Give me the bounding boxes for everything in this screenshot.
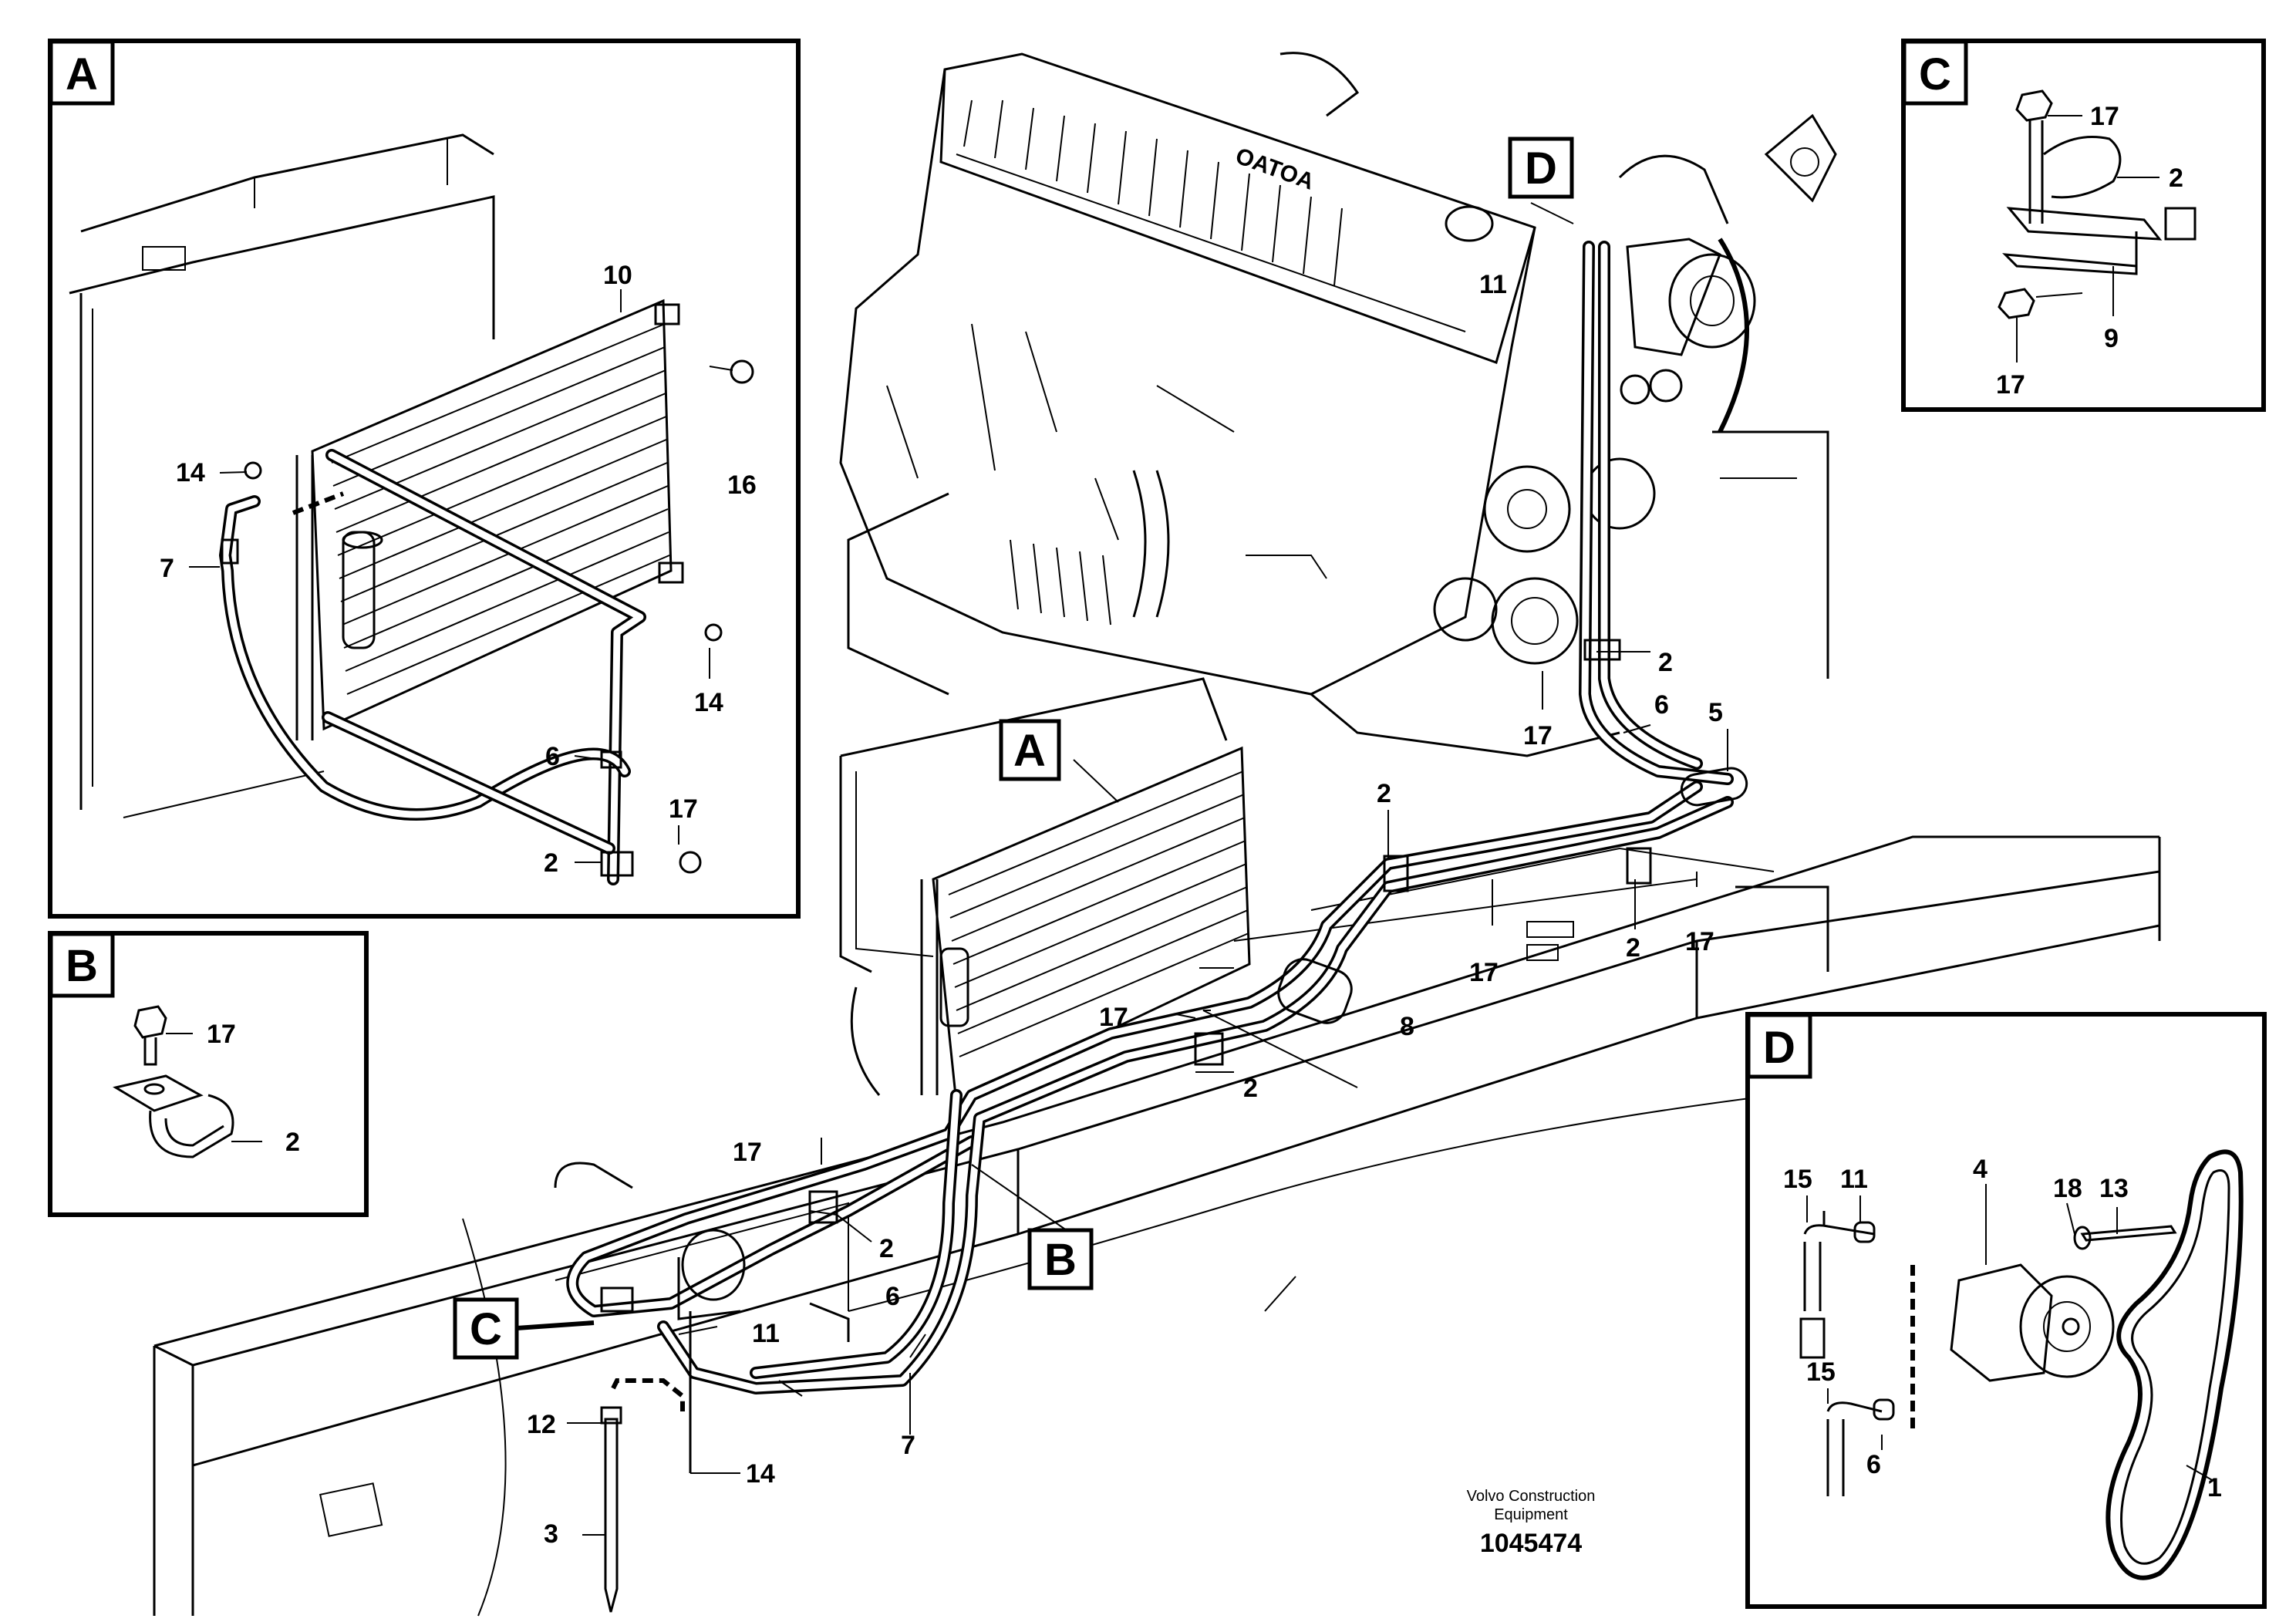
panel-a-callout-14-left: 14 (176, 458, 205, 487)
callout-11-top: 11 (1479, 270, 1507, 299)
main-callout-numbers: 11 2 17 6 5 2 17 2 17 8 17 2 17 2 6 11 7… (527, 270, 1723, 1549)
main-callout-tag-d: D (1508, 137, 1574, 199)
callout-5: 5 (1708, 698, 1723, 727)
callout-d: D (1525, 143, 1557, 194)
chassis-frame (153, 835, 2161, 1617)
callout-c: C (470, 1304, 502, 1354)
callout-8: 8 (1400, 1012, 1414, 1041)
callout-2-right: 2 (1626, 933, 1640, 963)
callout-3: 3 (544, 1519, 558, 1549)
detail-panel-a: A (48, 39, 801, 919)
engine-block: OATOA (839, 52, 1837, 757)
panel-c-tag: C (1919, 49, 1951, 99)
panel-d-belt (2106, 1149, 2244, 1580)
callout-6-bottom: 6 (885, 1282, 900, 1311)
panel-d-callout-18: 18 (2053, 1174, 2082, 1203)
callout-14: 14 (746, 1459, 775, 1489)
ac-compressor (1618, 154, 1756, 433)
panel-a-callout-7: 7 (160, 554, 174, 583)
svg-text:OATOA: OATOA (1232, 143, 1317, 195)
callout-7: 7 (901, 1431, 915, 1460)
callout-17-engine: 17 (1523, 721, 1553, 750)
detail-panel-d: D 15 11 4 18 13 15 6 (1745, 1012, 2267, 1609)
panel-b-clamp (113, 1005, 234, 1158)
panel-a-leaders (189, 289, 733, 863)
panel-a-tag: A (66, 49, 98, 99)
callout-11-bottom: 11 (752, 1319, 780, 1348)
panel-d-callout-11: 11 (1840, 1165, 1868, 1194)
panel-a-hoses (219, 359, 754, 885)
panel-a-radiator (69, 133, 495, 818)
panel-a-callout-10: 10 (603, 261, 632, 290)
detail-panel-c: C 17 2 9 17 (1901, 39, 2266, 412)
main-callout-leaders (567, 202, 1728, 1536)
callout-2-lower: 2 (1243, 1074, 1258, 1103)
panel-a-callout-17: 17 (669, 794, 698, 824)
panel-c-callout-9: 9 (2104, 324, 2119, 353)
callout-2-engine: 2 (1658, 648, 1673, 677)
refrigerant-hoses (566, 241, 1748, 1394)
panel-c-bracket (1998, 89, 2197, 319)
panel-a-callout-16: 16 (727, 470, 757, 500)
panel-c-callout-17-bottom: 17 (1996, 370, 2025, 400)
callout-17-right: 17 (1685, 927, 1714, 956)
drawing-number: 1045474 (1480, 1529, 1582, 1558)
main-assembly: OATOA (153, 52, 2161, 1617)
panel-b-callout-17: 17 (207, 1020, 236, 1049)
panel-a-callout-14-right: 14 (694, 688, 723, 717)
detail-panel-b: B 17 2 (48, 931, 369, 1217)
panel-d-compressor (1799, 1211, 2177, 1496)
panel-a-condenser (292, 298, 684, 740)
main-callout-tag-b: B (1027, 1228, 1094, 1290)
callout-2-mid: 2 (1377, 779, 1391, 808)
callout-6-top: 6 (1654, 690, 1669, 720)
panel-a-callout-6: 6 (545, 742, 560, 771)
callout-a: A (1013, 726, 1046, 776)
panel-d-callout-15-bottom: 15 (1806, 1357, 1836, 1387)
callout-17-bottom: 17 (733, 1138, 762, 1167)
company-line-2: Equipment (1494, 1506, 1568, 1523)
callout-17-lower: 17 (1099, 1003, 1128, 1032)
main-callout-tag-c: C (453, 1297, 595, 1360)
callout-2-bottom: 2 (879, 1234, 894, 1263)
receiver-drier-main (554, 1162, 850, 1342)
panel-d-callout-4: 4 (1973, 1155, 1988, 1184)
panel-d-tag: D (1763, 1023, 1795, 1073)
drawing-footer: Volvo Construction Equipment 1045474 (1467, 1488, 1596, 1558)
callout-b: B (1044, 1235, 1077, 1285)
panel-b-tag: B (66, 941, 98, 991)
panel-d-callout-15-top: 15 (1783, 1165, 1812, 1194)
panel-a-callout-2: 2 (544, 848, 558, 878)
panel-d-callout-13: 13 (2099, 1174, 2129, 1203)
company-line-1: Volvo Construction (1467, 1488, 1596, 1505)
panel-c-callout-2: 2 (2169, 164, 2183, 193)
panel-c-callout-17-top: 17 (2090, 102, 2119, 131)
panel-d-callout-1: 1 (2207, 1473, 2222, 1502)
pressure-sensor-part-3 (600, 1311, 692, 1613)
main-callout-tag-a: A (999, 719, 1061, 781)
callout-12: 12 (527, 1410, 556, 1439)
callout-17-mid: 17 (1469, 958, 1499, 987)
panel-b-callout-2: 2 (285, 1128, 300, 1157)
panel-d-callout-6: 6 (1866, 1450, 1881, 1479)
condenser-main (839, 677, 1251, 1105)
